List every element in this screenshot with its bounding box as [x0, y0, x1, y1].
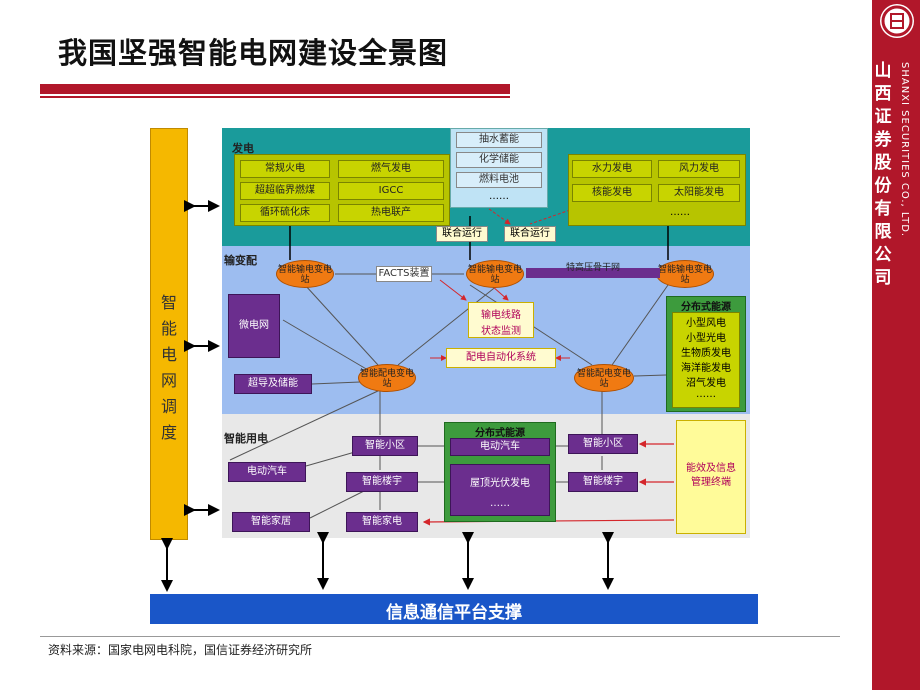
smart-grid-diagram: 发电 输变配 智能用电 智能电网调度 信息通信平台支撑: [140, 120, 760, 630]
joint-operation-left: 联合运行: [436, 226, 488, 242]
info-platform-label: 信息通信平台支撑: [386, 603, 522, 623]
microgrid-box: 微电网: [228, 294, 280, 358]
transmission-substation-center: 智能输电变电站: [466, 260, 524, 288]
gen-cfb: 循环硫化床: [240, 204, 330, 222]
de-small-solar: 小型光电: [686, 333, 726, 344]
section-label-transmission: 输变配: [224, 254, 257, 267]
smart-building-right: 智能楼宇: [568, 472, 638, 492]
superconducting-storage-box: 超导及储能: [234, 374, 312, 394]
energy-info-terminal-label: 能效及信息管理终端: [686, 463, 736, 488]
uhv-backbone-bar: [526, 268, 660, 278]
smart-appliance: 智能家电: [346, 512, 418, 532]
company-logo-icon: [880, 4, 914, 38]
brand-name-cn: 山西证券股份有限公司: [874, 61, 892, 288]
rooftop-pv-group: [450, 464, 550, 516]
distribution-automation-box: 配电自动化系统: [446, 348, 556, 368]
gen-right-more: ……: [670, 207, 690, 218]
de-ocean: 海洋能发电: [681, 363, 731, 374]
smart-building-left: 智能楼宇: [346, 472, 418, 492]
page-title: 我国坚强智能电网建设全景图: [58, 36, 449, 70]
rooftop-pv-more: ……: [490, 498, 510, 509]
consumption-distributed-title: 分布式能源: [475, 428, 525, 439]
gen-coal-thermal: 常规火电: [240, 160, 330, 178]
grid-dispatch-label: 智能电网调度: [160, 293, 177, 442]
distributed-energy-title: 分布式能源: [681, 302, 731, 313]
line-monitoring-box: [468, 302, 534, 338]
source-note: 资料来源：国家电网电科院，国信证券经济研究所: [48, 643, 313, 657]
energy-info-terminal: [676, 420, 746, 534]
transmission-substation-left: 智能输电变电站: [276, 260, 334, 288]
section-label-consumption: 智能用电: [224, 432, 268, 445]
gen-igcc: IGCC: [338, 182, 444, 200]
gen-chp: 热电联产: [338, 204, 444, 222]
gen-wind: 风力发电: [658, 160, 740, 178]
title-underline-thin: [40, 96, 510, 98]
de-small-wind: 小型风电: [686, 318, 726, 329]
smart-home: 智能家居: [232, 512, 310, 532]
joint-operation-right: 联合运行: [504, 226, 556, 242]
storage-chemical: 化学储能: [456, 152, 542, 168]
distribution-substation-left: 智能配电变电站: [358, 364, 416, 392]
distribution-substation-right: 智能配电变电站: [574, 364, 634, 392]
footer-divider: [40, 636, 840, 637]
brand-sidebar: [872, 0, 920, 690]
storage-pumped: 抽水蓄能: [456, 132, 542, 148]
connector-lines: [161, 200, 675, 592]
brand-name-en: SHANXI SECURITIES CO., LTD.: [899, 62, 910, 238]
de-biomass: 生物质发电: [681, 348, 731, 359]
gen-gas: 燃气发电: [338, 160, 444, 178]
line-monitoring-label-1: 输电线路: [481, 310, 521, 321]
smart-community-right: 智能小区: [568, 434, 638, 454]
distributed-energy-list: [672, 312, 740, 408]
gen-solar: 太阳能发电: [658, 184, 740, 202]
ev-left: 电动汽车: [228, 462, 306, 482]
uhv-backbone-label: 特高压骨干网: [565, 263, 620, 273]
line-monitoring-label-2: 状态监测: [481, 326, 521, 337]
smart-community-left: 智能小区: [352, 436, 418, 456]
storage-fuel-cell: 燃料电池: [456, 172, 542, 188]
de-biogas: 沼气发电: [686, 378, 726, 389]
de-more: ……: [696, 389, 716, 400]
ev-center: 电动汽车: [450, 438, 550, 456]
title-underline: [40, 84, 510, 94]
section-label-generation: 发电: [232, 142, 254, 155]
info-platform-bar: [150, 594, 758, 624]
gen-nuclear: 核能发电: [572, 184, 652, 202]
rooftop-pv: 屋顶光伏发电: [470, 478, 530, 489]
gen-hydro: 水力发电: [572, 160, 652, 178]
gen-ultra-supercritical: 超超临界燃煤: [240, 182, 330, 200]
facts-device: FACTS装置: [376, 266, 432, 282]
storage-more: ……: [489, 191, 509, 202]
transmission-substation-right: 智能输电变电站: [656, 260, 714, 288]
